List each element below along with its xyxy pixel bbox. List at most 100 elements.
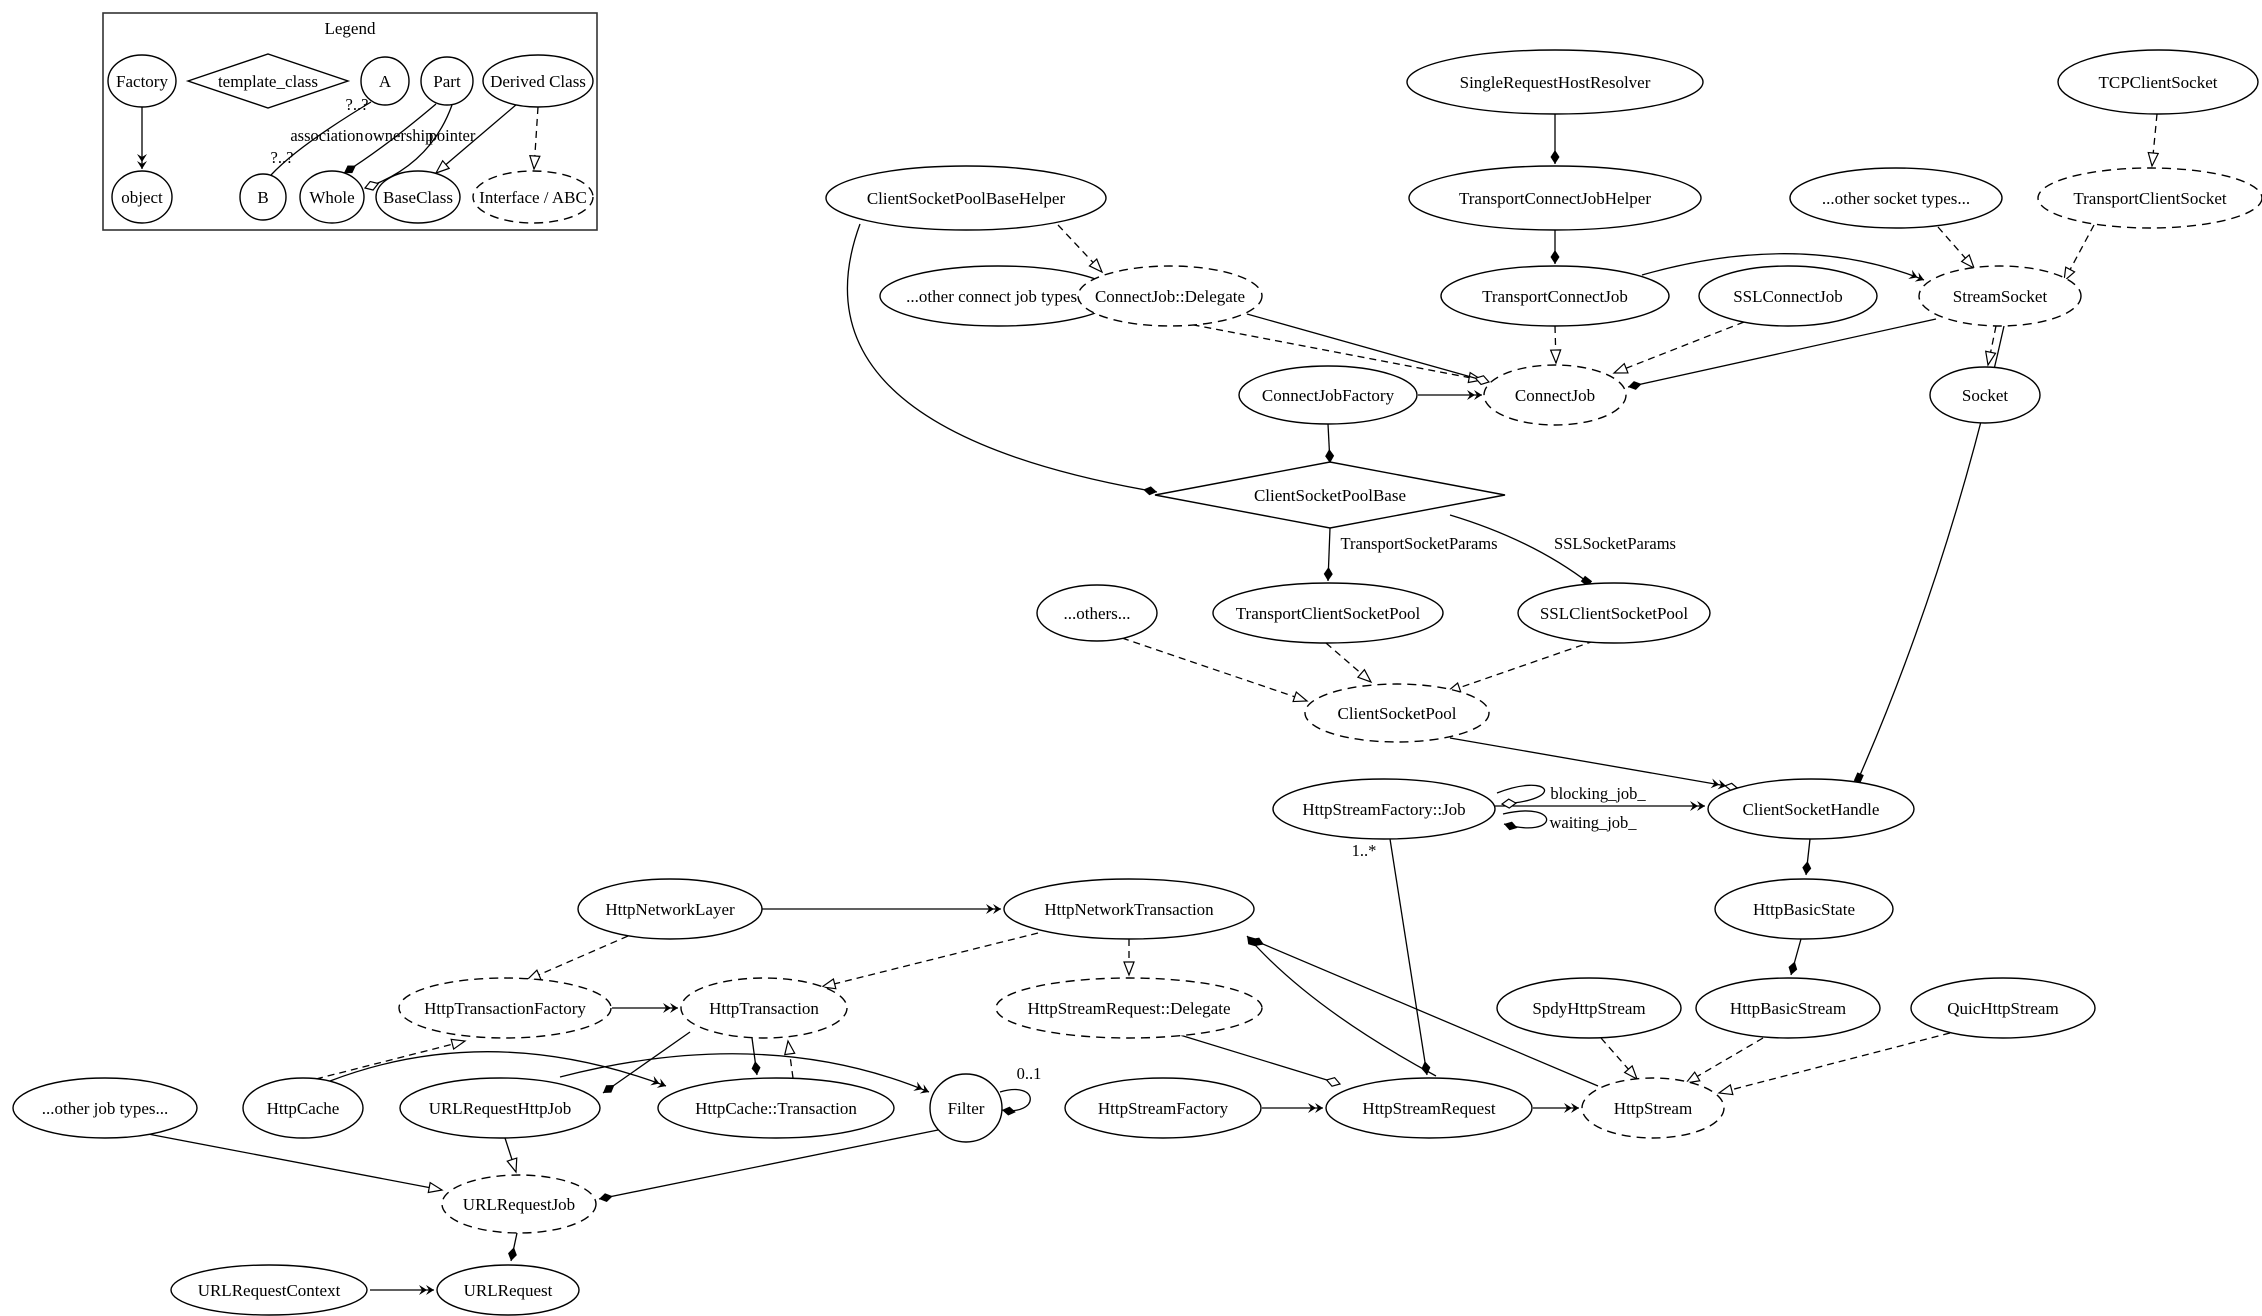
node-HttpCache-Transaction: HttpCache::Transaction xyxy=(657,1077,895,1139)
edge-streamsocket-connectjob xyxy=(1627,318,1937,390)
node-template-class: template_class xyxy=(185,53,351,109)
edge-httpbasicstate-httpbasicstream xyxy=(1788,938,1802,976)
HttpStreamRequest-Delegate-shape xyxy=(995,977,1263,1039)
node-b: B xyxy=(239,173,287,221)
node-HttpTransaction: HttpTransaction xyxy=(680,977,848,1039)
other-job-types-label: ...other job types... xyxy=(42,1099,169,1118)
edge-label-filter-filter-loop-0: 0..1 xyxy=(1017,1064,1042,1083)
node-ConnectJob: ConnectJob xyxy=(1483,364,1627,426)
edge-hsfjob-hsrequest xyxy=(1389,838,1431,1076)
edge-urlrequesthttpjob-filter xyxy=(559,1053,930,1094)
other-job-types-shape xyxy=(12,1077,198,1139)
whole-label: Whole xyxy=(309,188,354,207)
edge-label-hsfjob-blockingjob-loop-0: blocking_job_ xyxy=(1550,784,1646,803)
edge-hctransaction-httptransaction xyxy=(784,1039,796,1079)
HttpCache-label: HttpCache xyxy=(267,1099,340,1118)
node-HttpStreamRequest: HttpStreamRequest xyxy=(1325,1077,1533,1139)
node-HttpNetworkTransaction: HttpNetworkTransaction xyxy=(1003,878,1255,940)
node-whole: Whole xyxy=(299,170,365,224)
URLRequestContext-shape xyxy=(170,1264,368,1316)
node-ConnectJobFactory: ConnectJobFactory xyxy=(1238,365,1418,425)
node-HttpStreamRequest-Delegate: HttpStreamRequest::Delegate xyxy=(995,977,1263,1039)
edge-hnt-hsrequest xyxy=(1246,935,1437,1077)
node-HttpStreamFactory-Job: HttpStreamFactory::Job xyxy=(1272,778,1496,840)
template-class-shape xyxy=(185,53,351,109)
edge-label-a-b-association-0: ?..? xyxy=(346,95,369,114)
object-label: object xyxy=(121,188,163,207)
others-label: ...others... xyxy=(1063,604,1130,623)
TCPClientSocket-shape xyxy=(2057,49,2259,115)
HttpNetworkTransaction-shape xyxy=(1003,878,1255,940)
URLRequestJob-shape xyxy=(441,1174,597,1234)
QuicHttpStream-shape xyxy=(1910,977,2096,1039)
edge-part-whole-ownership xyxy=(343,103,437,174)
edge-label-part-whole-ownership-0: ownership xyxy=(365,126,434,145)
HttpStreamRequest-Delegate-label: HttpStreamRequest::Delegate xyxy=(1028,999,1231,1018)
ClientSocketPool-label: ClientSocketPool xyxy=(1338,704,1457,723)
TransportClientSocket-label: TransportClientSocket xyxy=(2073,189,2227,208)
node-QuicHttpStream: QuicHttpStream xyxy=(1910,977,2096,1039)
TransportClientSocketPool-shape xyxy=(1212,582,1444,644)
HttpCache-Transaction-label: HttpCache::Transaction xyxy=(695,1099,857,1118)
HttpTransactionFactory-shape xyxy=(398,977,612,1039)
ClientSocketPoolBaseHelper-label: ClientSocketPoolBaseHelper xyxy=(867,189,1066,208)
node-URLRequestContext: URLRequestContext xyxy=(170,1264,368,1316)
edge-label-hsfjob-waitingjob-loop-0: waiting_job_ xyxy=(1549,813,1637,832)
edge-poolbase-transportpool xyxy=(1323,527,1333,582)
HttpTransaction-label: HttpTransaction xyxy=(709,999,819,1018)
TransportConnectJobHelper-label: TransportConnectJobHelper xyxy=(1459,189,1651,208)
edge-cjdelegate-connectjob xyxy=(1246,313,1491,386)
ClientSocketPoolBaseHelper-shape xyxy=(825,165,1107,231)
HttpBasicState-shape xyxy=(1714,878,1894,940)
HttpStreamFactory-label: HttpStreamFactory xyxy=(1098,1099,1229,1118)
node-URLRequest: URLRequest xyxy=(436,1264,580,1316)
interface-abc-label: Interface / ABC xyxy=(479,188,587,207)
SSLConnectJob-shape xyxy=(1698,265,1878,327)
edge-tcj-connectjob xyxy=(1549,325,1562,365)
TransportConnectJob-label: TransportConnectJob xyxy=(1482,287,1628,306)
ConnectJob-shape xyxy=(1483,364,1627,426)
baseclass-shape xyxy=(375,170,461,224)
URLRequestContext-label: URLRequestContext xyxy=(198,1281,341,1300)
HttpStream-shape xyxy=(1581,1077,1725,1139)
HttpStreamFactory-Job-label: HttpStreamFactory::Job xyxy=(1302,800,1465,819)
node-TransportConnectJob: TransportConnectJob xyxy=(1440,265,1670,327)
edge-quic-httpstream xyxy=(1717,1032,1951,1096)
edge-label-hsfjob-hsrequest-0: 1..* xyxy=(1352,841,1377,860)
legend-box xyxy=(102,12,598,231)
edge-helper-poolbase xyxy=(846,223,1158,496)
derived-class-shape xyxy=(482,54,594,108)
HttpStreamFactory-Job-shape xyxy=(1272,778,1496,840)
a-shape xyxy=(360,56,410,106)
HttpCache-Transaction-shape xyxy=(657,1077,895,1139)
object-shape xyxy=(111,170,173,224)
Socket-label: Socket xyxy=(1962,386,2009,405)
node-StreamSocket: StreamSocket xyxy=(1918,265,2082,327)
TransportConnectJobHelper-shape xyxy=(1408,165,1702,231)
StreamSocket-label: StreamSocket xyxy=(1953,287,2048,306)
HttpBasicState-label: HttpBasicState xyxy=(1753,900,1855,919)
edge-clientsocketpool-handle xyxy=(1449,737,1739,791)
legend: Legend xyxy=(102,12,598,231)
node-other-socket-types: ...other socket types... xyxy=(1789,167,2003,229)
HttpBasicStream-shape xyxy=(1695,977,1881,1039)
others-shape xyxy=(1036,584,1158,642)
node-object: object xyxy=(111,170,173,224)
node-HttpTransactionFactory: HttpTransactionFactory xyxy=(398,977,612,1039)
HttpTransactionFactory-label: HttpTransactionFactory xyxy=(424,999,586,1018)
HttpNetworkTransaction-label: HttpNetworkTransaction xyxy=(1044,900,1214,919)
node-Filter: Filter xyxy=(929,1073,1003,1143)
edge-label-part-whole-pointer-0: pointer xyxy=(429,126,476,145)
b-label: B xyxy=(257,188,268,207)
node-HttpBasicState: HttpBasicState xyxy=(1714,878,1894,940)
node-URLRequestHttpJob: URLRequestHttpJob xyxy=(399,1077,601,1139)
TCPClientSocket-label: TCPClientSocket xyxy=(2099,73,2218,92)
edge-derived-interface xyxy=(529,106,541,171)
edge-otherjobtypes-urlrequestjob xyxy=(147,1133,444,1194)
SSLClientSocketPool-shape xyxy=(1517,582,1711,644)
node-HttpBasicStream: HttpBasicStream xyxy=(1695,977,1881,1039)
derived-class-label: Derived Class xyxy=(490,72,586,91)
